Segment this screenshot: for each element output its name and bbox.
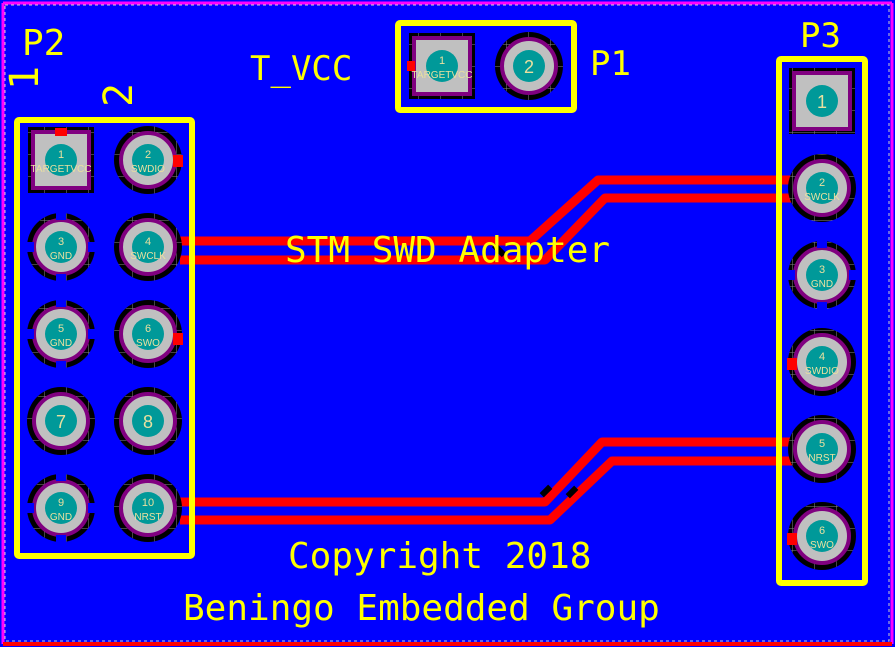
p1-designator: P1 xyxy=(590,44,631,84)
trace-nrst-b xyxy=(180,456,800,525)
trace-stub xyxy=(787,358,797,370)
trace-swclk-a xyxy=(180,175,800,246)
pin-number: 3 xyxy=(58,236,64,248)
pin-name: SWCLK xyxy=(130,251,166,262)
pin-name: TARGETVCC xyxy=(31,164,92,175)
trace-stub xyxy=(787,533,797,545)
board-title: STM SWD Adapter xyxy=(285,230,610,271)
p2-col-label-2: 2 xyxy=(96,83,142,107)
drill-hole xyxy=(132,144,164,176)
copyright-text: Copyright 2018 xyxy=(288,536,591,577)
pin-number: 4 xyxy=(819,351,825,363)
pin-name: GND xyxy=(50,338,72,349)
p3-outline xyxy=(776,56,868,586)
p2-outline xyxy=(14,117,195,559)
pin-name: SWO xyxy=(136,338,160,349)
p3-pin-1[interactable]: 1 xyxy=(789,68,855,134)
trace-stub xyxy=(173,155,183,167)
p2-designator: P2 xyxy=(22,23,65,64)
p1-outline xyxy=(395,20,577,113)
drill-hole xyxy=(513,50,545,82)
drill-hole xyxy=(806,85,838,117)
trace-nrst-a xyxy=(180,437,800,507)
pin-name: GND xyxy=(50,251,72,262)
drill-hole xyxy=(806,172,838,204)
company-text: Beningo Embedded Group xyxy=(183,588,660,629)
drill-hole xyxy=(806,259,838,291)
drill-hole xyxy=(806,520,838,552)
pin-number: 1 xyxy=(58,149,64,161)
pin-number: 6 xyxy=(145,323,151,335)
drill-hole xyxy=(45,492,77,524)
trace-stub xyxy=(55,128,67,136)
pin-number: 3 xyxy=(819,264,825,276)
drill-hole xyxy=(132,492,164,524)
pin-number: 8 xyxy=(143,412,153,432)
pin-number: 2 xyxy=(524,57,534,77)
net-label-tvcc: T_VCC xyxy=(250,49,352,89)
pin-number: 2 xyxy=(145,149,151,161)
drill-hole xyxy=(806,346,838,378)
pin-name: NRST xyxy=(808,453,835,464)
drill-hole xyxy=(132,405,164,437)
p1-pin-2[interactable]: 2 xyxy=(495,32,563,100)
p2-pin-8[interactable]: 8 xyxy=(114,387,182,455)
p2-pin-7[interactable]: 7 xyxy=(27,387,95,455)
trace-stub xyxy=(173,333,183,345)
drill-hole xyxy=(132,318,164,350)
pin-name: GND xyxy=(50,512,72,523)
traces xyxy=(180,175,800,525)
drill-hole xyxy=(45,231,77,263)
pin-name: TARGETVCC xyxy=(412,70,473,81)
drill-hole xyxy=(806,433,838,465)
drill-hole xyxy=(426,50,458,82)
pin-number: 6 xyxy=(819,525,825,537)
p3-designator: P3 xyxy=(800,16,841,56)
trace-swclk-b xyxy=(180,193,800,265)
pin-name: NRST xyxy=(134,512,161,523)
pin-name: GND xyxy=(811,279,833,290)
pin-number: 2 xyxy=(819,177,825,189)
pin-name: SWO xyxy=(810,540,834,551)
pin-name: SWDIO xyxy=(805,366,839,377)
pin-number: 1 xyxy=(817,92,827,112)
drill-hole xyxy=(45,144,77,176)
trace-stub xyxy=(407,61,415,71)
pin-name: SWDIO xyxy=(131,164,165,175)
pin-number: 1 xyxy=(439,55,445,67)
pin-number: 7 xyxy=(56,412,66,432)
p2-col-label-1: 1 xyxy=(2,66,48,90)
pin-number: 5 xyxy=(819,438,825,450)
drill-hole xyxy=(132,231,164,263)
pin-number: 4 xyxy=(145,236,151,248)
trace-crossing-marks xyxy=(491,242,579,499)
pin-name: SWCLK xyxy=(804,192,840,203)
pin-number: 10 xyxy=(142,497,154,509)
drill-hole xyxy=(45,405,77,437)
pin-number: 5 xyxy=(58,323,64,335)
drill-hole xyxy=(45,318,77,350)
pin-number: 9 xyxy=(58,497,64,509)
